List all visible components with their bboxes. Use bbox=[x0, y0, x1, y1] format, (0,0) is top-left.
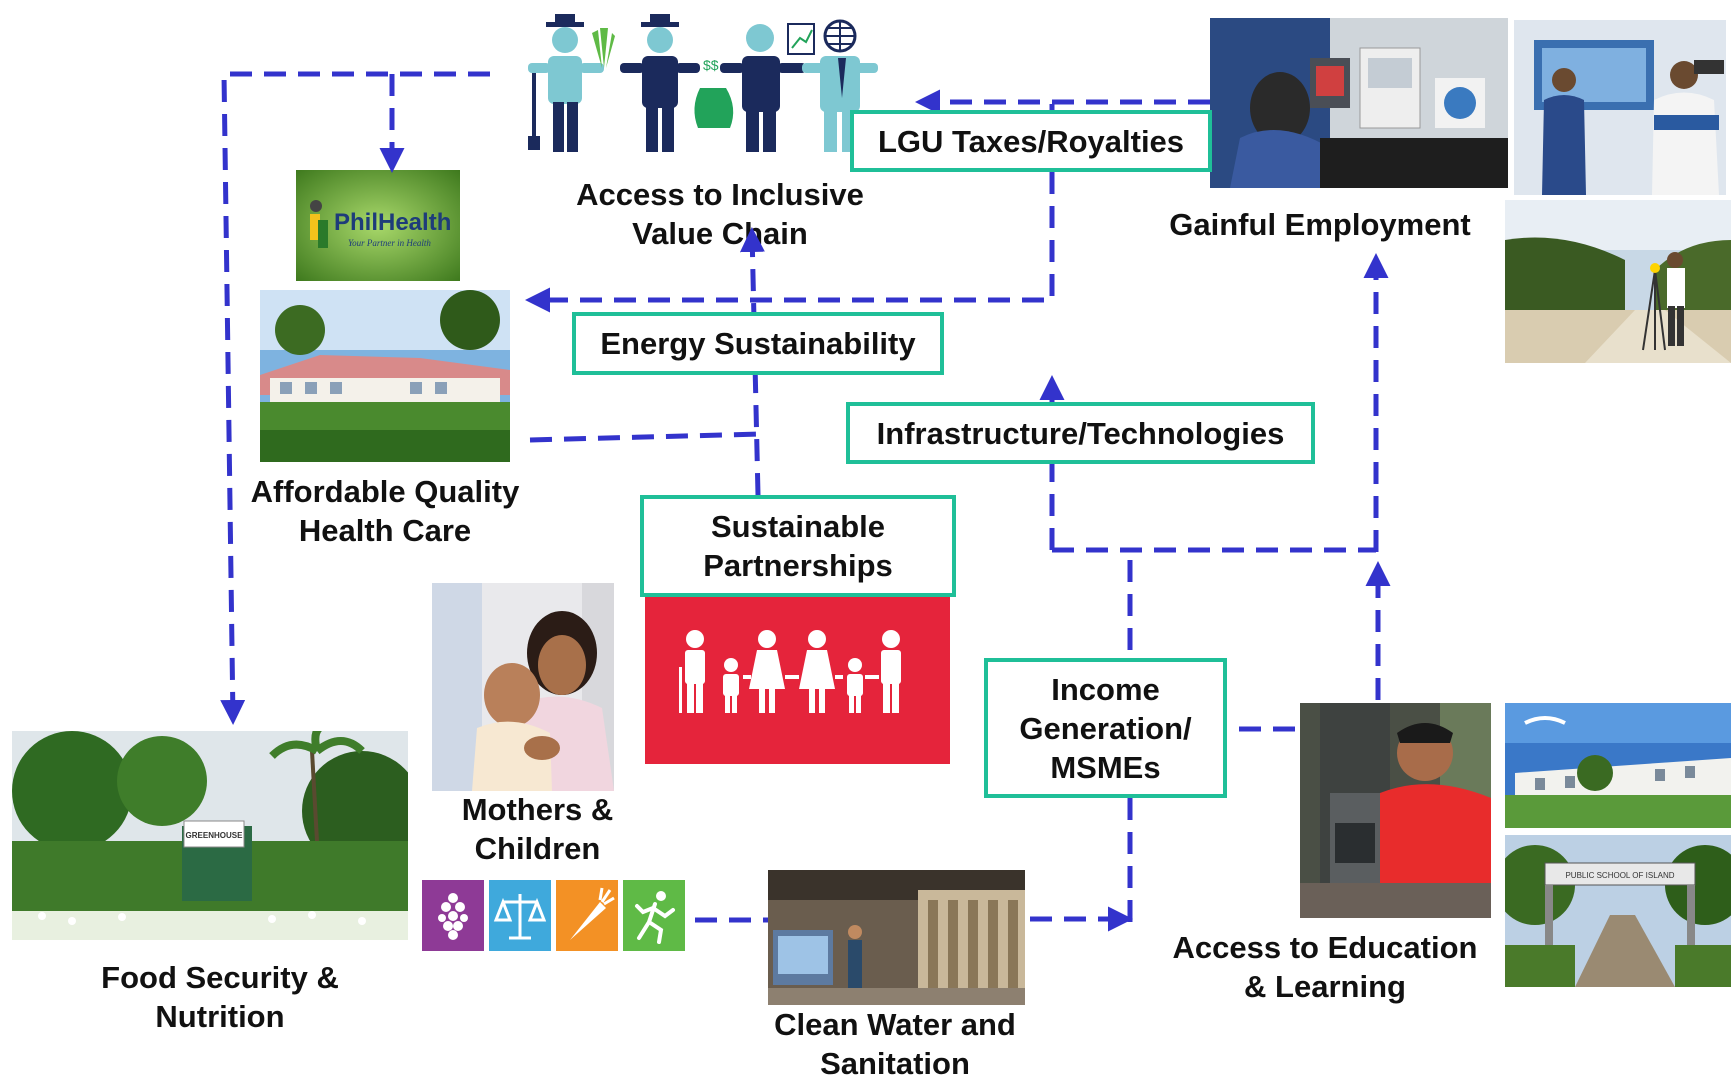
school-building-photo bbox=[1505, 703, 1731, 828]
surveyor-photo bbox=[1505, 200, 1731, 363]
mothers-children-photo bbox=[432, 583, 614, 791]
greenhouse-sign: GREENHOUSE bbox=[186, 831, 244, 840]
water-plant-photo bbox=[768, 870, 1025, 1005]
gainful-employment-label: Gainful Employment bbox=[1169, 207, 1471, 242]
hospital-photo bbox=[260, 290, 510, 462]
philhealth-brand: PhilHealth bbox=[334, 209, 451, 236]
runner-icon bbox=[623, 880, 685, 951]
clean-water-label: Clean Water and Sanitation bbox=[774, 1007, 1016, 1081]
svg-text:$$: $$ bbox=[703, 57, 719, 73]
philhealth-tagline: Your Partner in Health bbox=[348, 238, 431, 248]
energy-sustainability-box: Energy Sustainability bbox=[572, 312, 944, 375]
income-generation-box: Income Generation/ MSMEs bbox=[984, 658, 1227, 798]
carrot-icon bbox=[556, 880, 618, 951]
scales-icon bbox=[489, 880, 551, 951]
philhealth-logo: PhilHealth Your Partner in Health bbox=[296, 170, 460, 281]
machinist-student-photo bbox=[1300, 703, 1491, 918]
school-gate-sign: PUBLIC SCHOOL OF ISLAND bbox=[1565, 871, 1674, 880]
sdg-partnership-tile bbox=[645, 597, 950, 764]
mothers-children-label: Mothers & Children bbox=[461, 792, 614, 866]
grapes-icon bbox=[422, 880, 484, 951]
value-chain-people-illustration: $$ bbox=[520, 8, 885, 158]
value-chain-label: Access to Inclusive Value Chain bbox=[576, 177, 864, 251]
lgu-taxes-box: LGU Taxes/Royalties bbox=[850, 110, 1212, 172]
education-label: Access to Education & Learning bbox=[1172, 930, 1478, 1004]
sustainable-partnerships-box: Sustainable Partnerships bbox=[640, 495, 956, 597]
greenhouse-photo: GREENHOUSE bbox=[12, 731, 408, 940]
health-care-label: Affordable Quality Health Care bbox=[250, 474, 520, 548]
school-gate-photo: PUBLIC SCHOOL OF ISLAND bbox=[1505, 835, 1731, 987]
infrastructure-box: Infrastructure/Technologies bbox=[846, 402, 1315, 464]
food-security-label: Food Security & Nutrition bbox=[101, 960, 339, 1034]
lab-worker-photo bbox=[1210, 18, 1508, 188]
engineers-photo bbox=[1514, 20, 1726, 195]
